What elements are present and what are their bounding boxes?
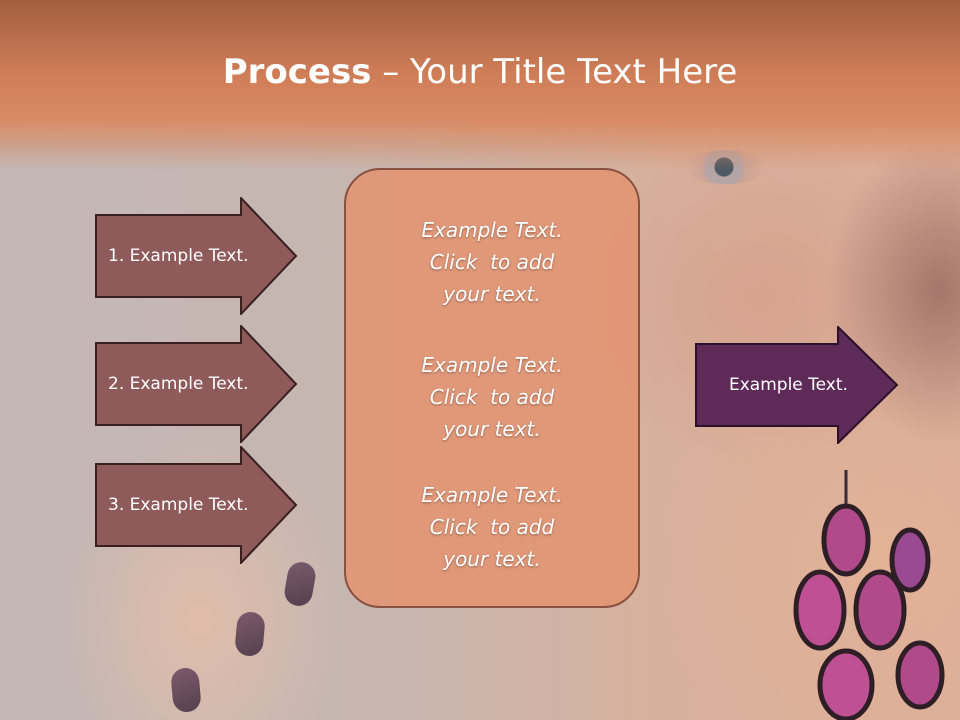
center-line: Example Text. — [421, 353, 563, 377]
output-arrow[interactable]: Example Text. — [695, 326, 899, 444]
center-line: Click to add — [429, 385, 555, 409]
step-arrow-2[interactable]: 2. Example Text. — [95, 325, 298, 443]
step-label-2: 2. Example Text. — [108, 374, 249, 394]
step-label-1: 1. Example Text. — [108, 246, 249, 266]
title-rest: – Your Title Text Here — [371, 52, 738, 92]
background-earring — [793, 470, 945, 720]
center-text-block-1[interactable]: Example Text. Click to add your text. — [346, 214, 638, 310]
output-label: Example Text. — [729, 375, 848, 395]
step-label-3: 3. Example Text. — [108, 495, 249, 515]
center-line: your text. — [443, 282, 541, 306]
center-text-block-3[interactable]: Example Text. Click to add your text. — [346, 479, 638, 575]
header-band — [0, 0, 960, 170]
slide-title[interactable]: Process – Your Title Text Here — [0, 52, 960, 92]
center-line: Example Text. — [421, 218, 563, 242]
center-line: Example Text. — [421, 483, 563, 507]
center-line: Click to add — [429, 250, 555, 274]
center-text-block-2[interactable]: Example Text. Click to add your text. — [346, 349, 638, 445]
step-arrow-1[interactable]: 1. Example Text. — [95, 197, 298, 315]
center-line: your text. — [443, 547, 541, 571]
background-nail — [170, 666, 202, 714]
center-text-box[interactable]: Example Text. Click to add your text. Ex… — [344, 168, 640, 608]
center-line: Click to add — [429, 515, 555, 539]
title-bold: Process — [222, 52, 372, 92]
step-arrow-3[interactable]: 3. Example Text. — [95, 446, 298, 564]
center-line: your text. — [443, 417, 541, 441]
